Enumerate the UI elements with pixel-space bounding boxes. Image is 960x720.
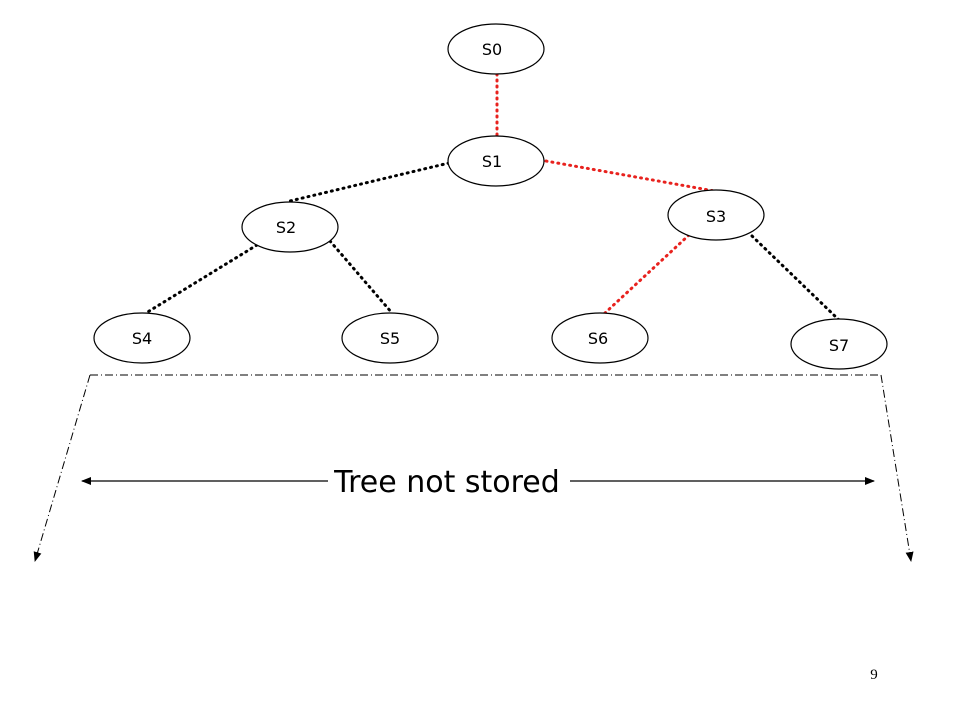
- node-s5: S5: [341, 312, 439, 364]
- node-s0-label: S0: [482, 40, 502, 59]
- node-s0-ellipse: [447, 23, 545, 75]
- node-s0: S0: [447, 23, 545, 75]
- node-s7: S7: [790, 318, 888, 370]
- edge-s2-s4: [144, 243, 259, 315]
- edges: [144, 72, 841, 322]
- node-s4: S4: [93, 312, 191, 364]
- node-s1-label: S1: [482, 152, 502, 171]
- node-s4-label: S4: [132, 329, 152, 348]
- unstored-region-bracket: [33, 374, 914, 562]
- node-s7-ellipse: [790, 318, 888, 370]
- edge-s2-s5: [328, 239, 394, 315]
- node-s4-ellipse: [93, 312, 191, 364]
- bracket-left-arrow: [33, 374, 91, 562]
- node-s3-ellipse: [667, 189, 765, 241]
- edge-s3-s7: [750, 234, 841, 322]
- node-s3-label: S3: [706, 207, 726, 226]
- edge-s3-s6: [603, 233, 691, 315]
- node-s2-ellipse: [241, 201, 339, 253]
- node-s1: S1: [447, 135, 545, 187]
- node-s6-ellipse: [551, 312, 649, 364]
- node-s2-label: S2: [276, 218, 296, 237]
- edge-s1-s3: [544, 159, 722, 194]
- node-s5-label: S5: [380, 329, 400, 348]
- node-s5-ellipse: [341, 312, 439, 364]
- node-s1-ellipse: [447, 135, 545, 187]
- node-s6: S6: [551, 312, 649, 364]
- bracket-right-arrow: [880, 374, 914, 562]
- page-number: 9: [870, 667, 878, 683]
- node-s6-label: S6: [588, 329, 608, 348]
- node-s7-label: S7: [829, 336, 849, 355]
- caption-tree-not-stored: Tree not stored: [333, 465, 560, 500]
- node-s3: S3: [667, 189, 765, 241]
- node-s2: S2: [241, 201, 339, 253]
- edge-s1-s2: [288, 161, 451, 203]
